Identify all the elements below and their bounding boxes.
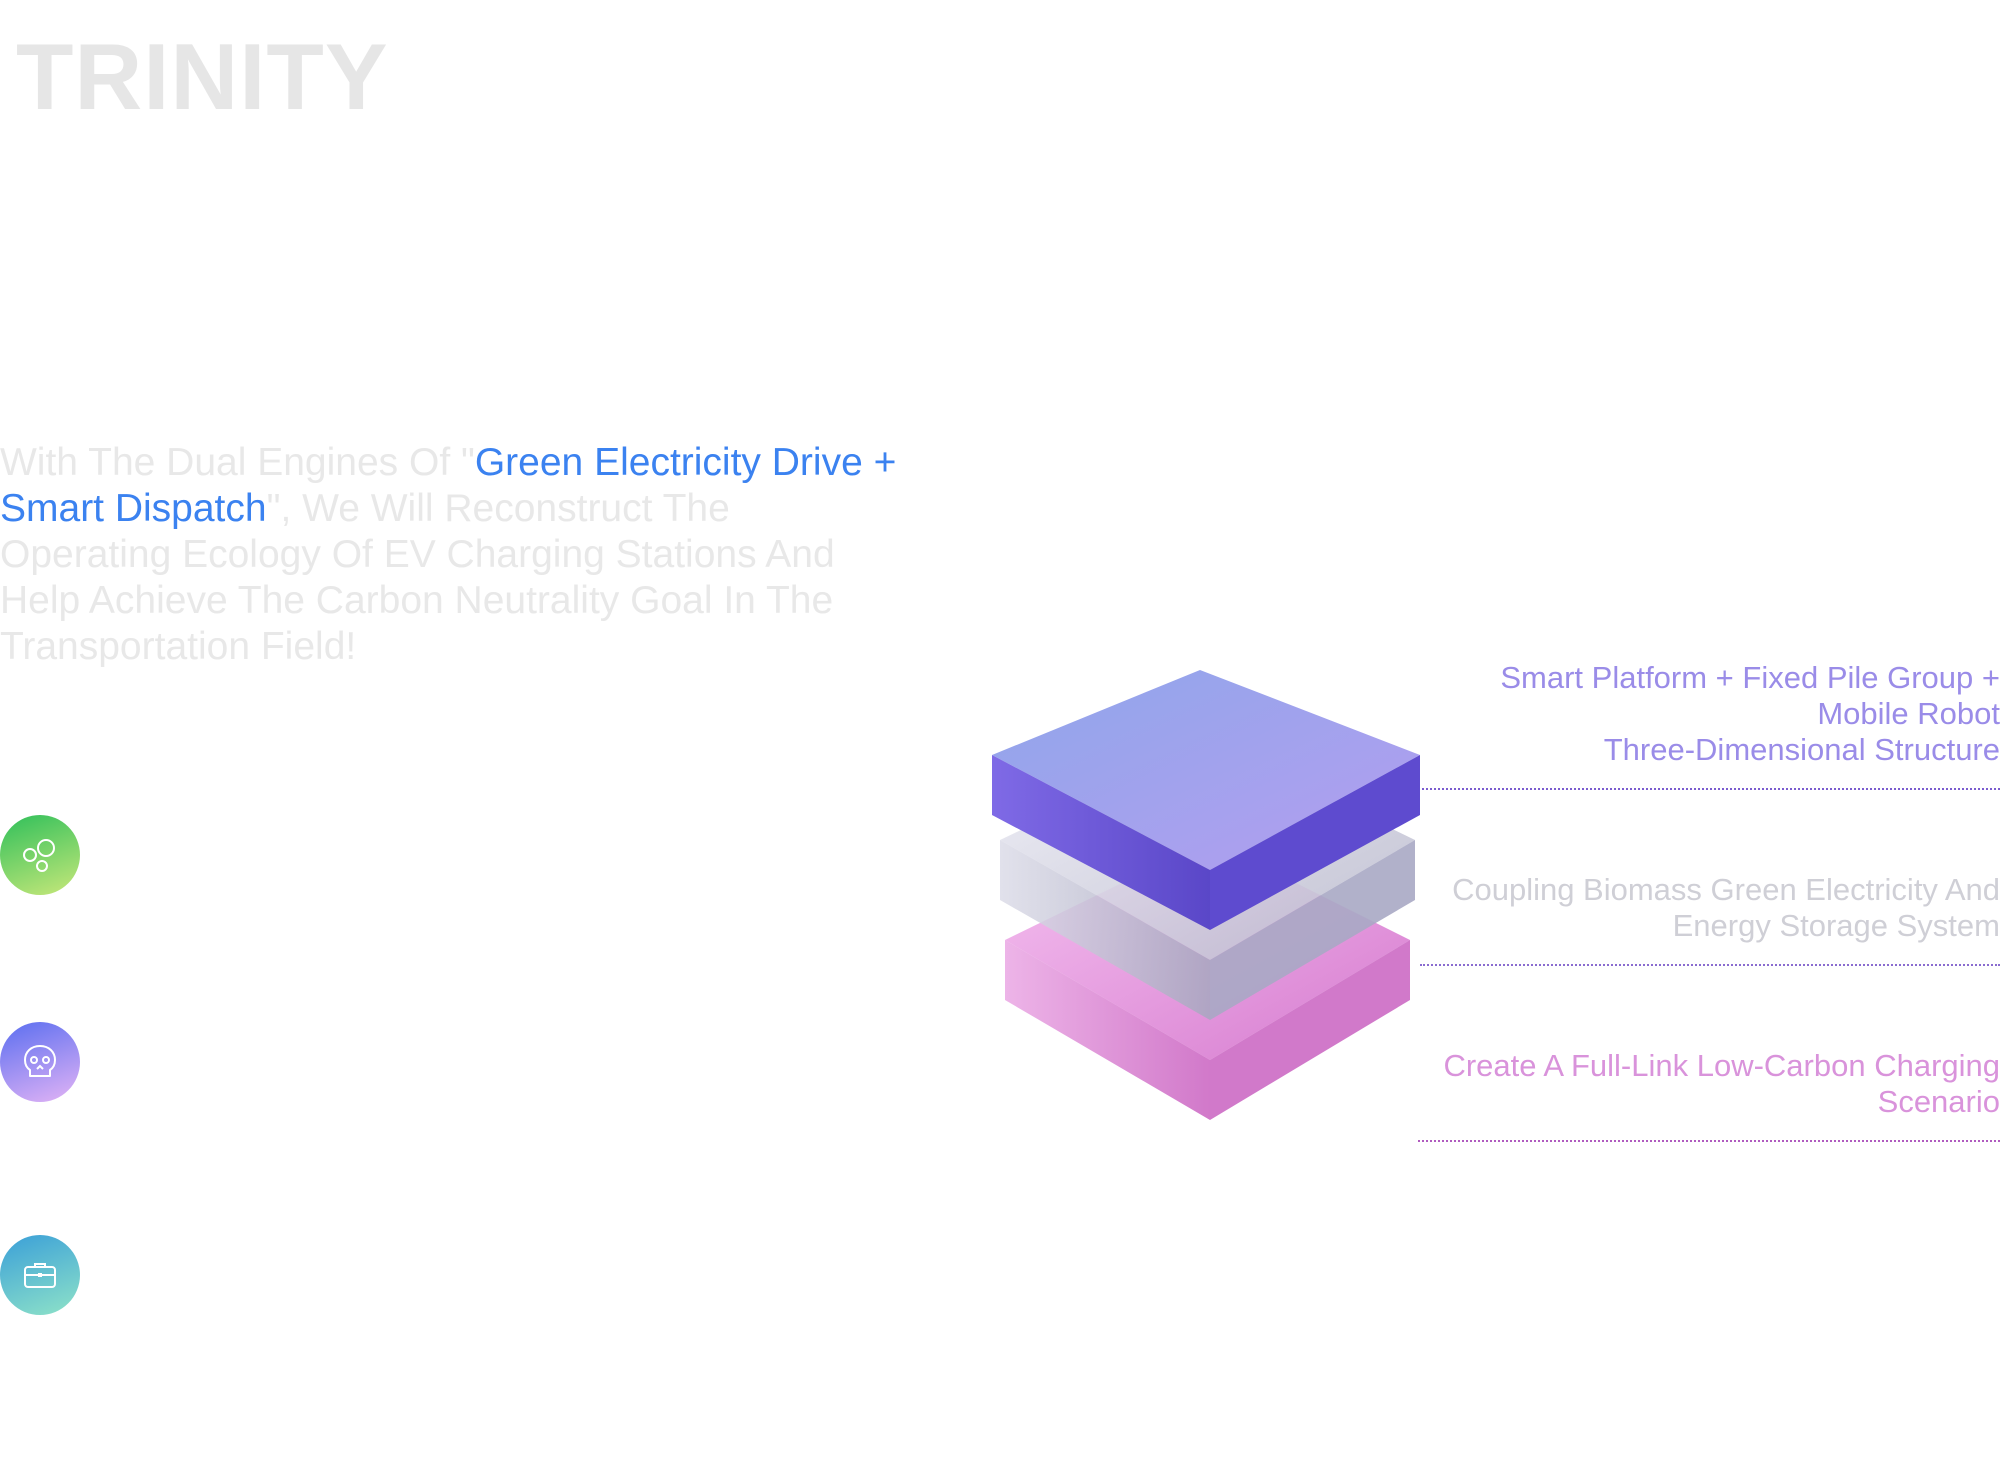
feature-icon-1[interactable]	[0, 815, 80, 895]
intro-text-before: With The Dual Engines Of "	[0, 441, 475, 484]
layer-divider-1	[1422, 788, 2000, 790]
layer-stack-illustration	[992, 670, 1420, 1120]
layer-divider-2	[1420, 964, 2000, 966]
page-title: TRINITY	[16, 24, 389, 129]
layer-label-smart-platform: Smart Platform + Fixed Pile Group + Mobi…	[1500, 660, 2000, 767]
layer-divider-3	[1418, 1140, 2000, 1142]
layer-top-purple	[992, 670, 1420, 930]
layer-label-low-carbon: Create A Full-Link Low-Carbon Charging S…	[1443, 1048, 2000, 1119]
intro-highlight: Green Electricity Drive + Smart Dispatch	[0, 441, 897, 530]
bubbles-icon	[23, 839, 55, 872]
feature-icon-3[interactable]	[0, 1235, 80, 1315]
skull-icon	[24, 1045, 56, 1077]
layer-label-biomass: Coupling Biomass Green Electricity And E…	[1452, 872, 2000, 943]
intro-paragraph: With The Dual Engines Of "Green Electric…	[0, 440, 900, 670]
feature-icon-2[interactable]	[0, 1022, 80, 1102]
intro-text-after: ", We Will Reconstruct The Operating Eco…	[0, 487, 835, 668]
briefcase-icon	[24, 1263, 56, 1288]
